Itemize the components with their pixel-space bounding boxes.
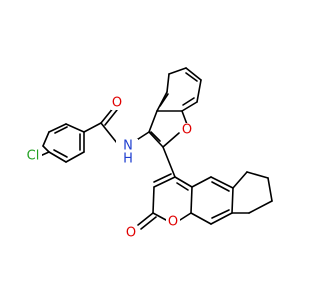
bond (231, 187, 234, 214)
bond (185, 67, 202, 81)
bond (53, 149, 68, 158)
bond (210, 212, 233, 225)
bond (159, 93, 169, 107)
bond (42, 131, 50, 147)
bond (210, 176, 234, 189)
bond (156, 91, 168, 112)
amide-oxygen-atom: O (111, 96, 123, 111)
bond (83, 122, 102, 133)
bond (150, 131, 161, 142)
bond (179, 212, 192, 221)
amide-nitrogen-label: N (123, 139, 133, 154)
amide-hydrogen-label: H (123, 152, 133, 167)
bond (42, 145, 50, 153)
bond (65, 151, 85, 163)
bond (232, 171, 248, 189)
atom-label-layer: Cl O N H O O O (24, 96, 194, 241)
bond (246, 171, 269, 179)
pyranone-ring-oxygen-atom: O (166, 215, 180, 230)
bond (153, 176, 176, 188)
chlorine-atom: Cl (24, 148, 42, 164)
carbonyl-oxygen-atom: O (124, 226, 138, 241)
bond (176, 182, 189, 191)
bond (100, 122, 118, 144)
chlorine-label: Cl (27, 149, 40, 164)
bond (168, 67, 187, 75)
bond (166, 73, 170, 93)
bond (152, 212, 167, 221)
furan-oxygen-atom: O (180, 123, 194, 138)
pyranone-ring-oxygen-label: O (168, 215, 178, 230)
bond (190, 186, 193, 214)
bond (190, 212, 212, 225)
bond (152, 186, 155, 214)
bond (48, 123, 67, 133)
bond (54, 126, 68, 134)
bond (153, 173, 172, 183)
molecule-drawing: Cl O N H O O O (24, 67, 273, 241)
bond (148, 110, 158, 133)
molecule-structure-diagram: Cl O N H O O O (24, 67, 273, 241)
bond (148, 131, 164, 148)
bond (162, 132, 180, 148)
furan-oxygen-label: O (182, 123, 192, 138)
bond (162, 146, 176, 178)
bond (196, 79, 202, 103)
amide-nitrogen-atom: N H (116, 139, 138, 167)
bond (182, 97, 195, 106)
bond (185, 72, 198, 82)
bond (174, 176, 193, 188)
carbonyl-oxygen-label: O (126, 226, 136, 241)
bond-layer (39, 67, 273, 230)
amide-oxygen-label: O (112, 96, 122, 111)
bond (211, 209, 230, 219)
bond (181, 101, 198, 112)
bond (65, 123, 85, 133)
bond (48, 151, 67, 163)
bond (191, 176, 212, 188)
bond (267, 177, 273, 202)
bond (248, 200, 273, 214)
bond (137, 212, 154, 226)
bond (140, 216, 157, 230)
bond (104, 109, 118, 126)
bond (211, 181, 230, 192)
